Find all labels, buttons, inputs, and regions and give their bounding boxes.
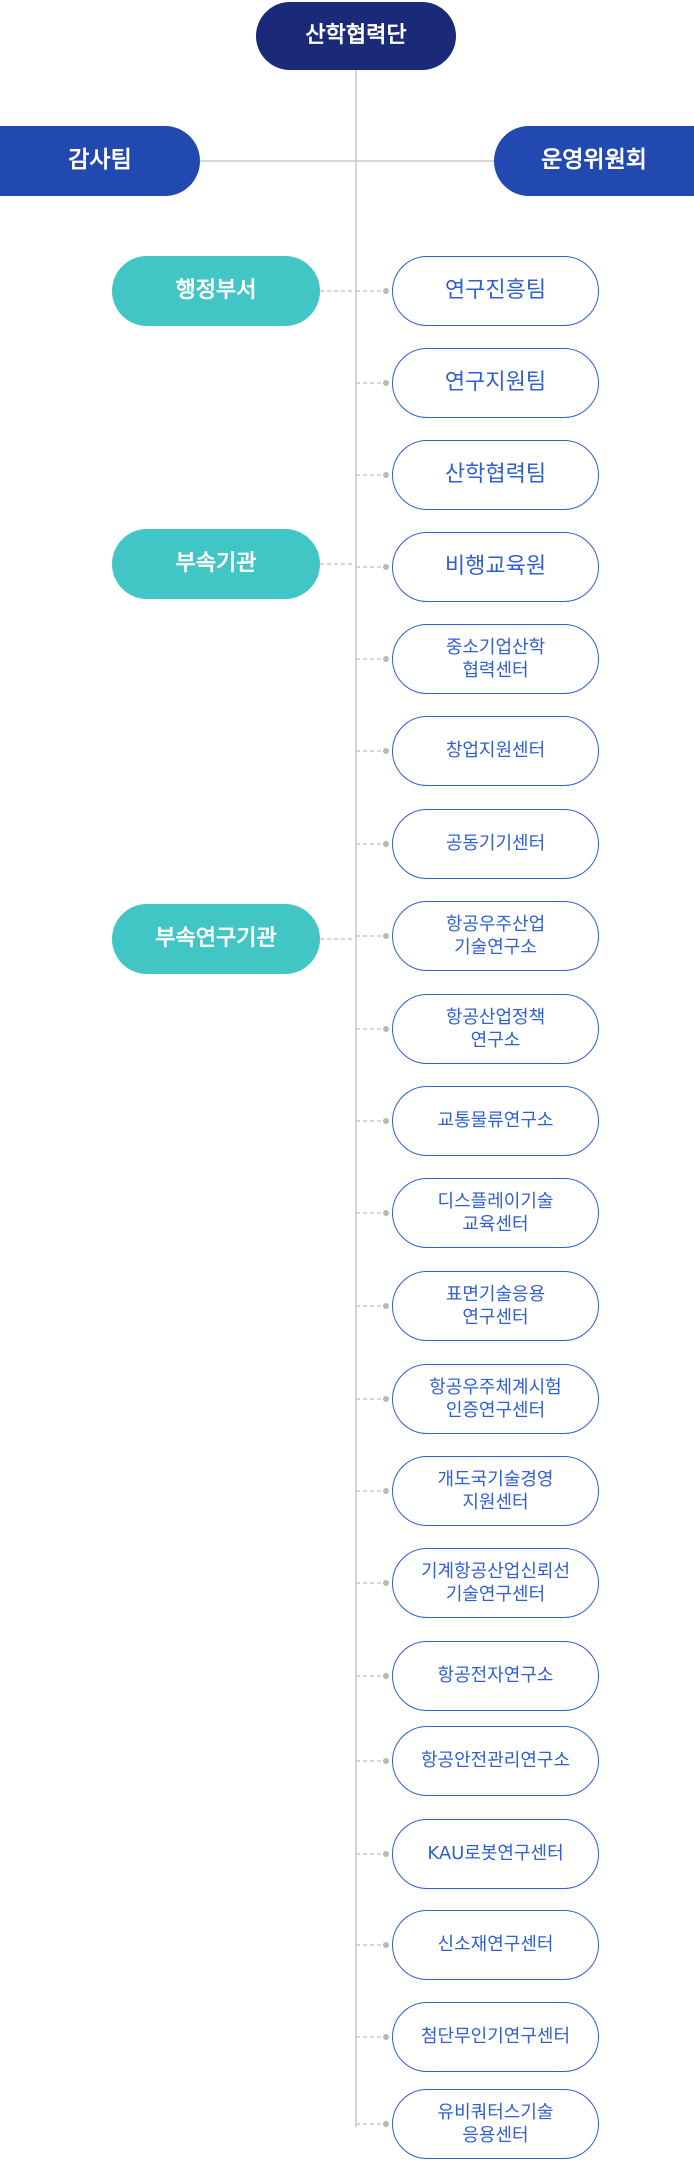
connector-dot [383,1488,389,1494]
group-affiliated: 부속기관 [112,529,320,599]
connector-dot [383,1210,389,1216]
unit-node: 연구진흥팀 [392,256,599,326]
unit-node: 개도국기술경영 지원센터 [392,1456,599,1526]
connector-dot [383,1942,389,1948]
connector-dot [383,1026,389,1032]
connector-dot [383,656,389,662]
connector-dot [383,1673,389,1679]
audit-team-node: 감사팀 [0,126,200,196]
unit-node: KAU로봇연구센터 [392,1819,599,1889]
unit-node: 비행교육원 [392,532,599,602]
unit-node: 공동기기센터 [392,809,599,879]
unit-node: 표면기술응용 연구센터 [392,1271,599,1341]
connector-dot [383,1396,389,1402]
unit-node: 유비쿼터스기술 응용센터 [392,2089,599,2159]
unit-node: 항공안전관리연구소 [392,1726,599,1796]
connector-dot [383,1758,389,1764]
unit-node: 항공산업정책 연구소 [392,994,599,1064]
group-admin: 행정부서 [112,256,320,326]
connector-dot [383,1118,389,1124]
unit-node: 기계항공산업신뢰선 기술연구센터 [392,1548,599,1618]
root-node: 산학협력단 [256,2,456,70]
committee-node: 운영위원회 [494,126,694,196]
group-research: 부속연구기관 [112,904,320,974]
connector-dot [383,380,389,386]
unit-node: 교통물류연구소 [392,1086,599,1156]
unit-node: 창업지원센터 [392,716,599,786]
connector-dot [383,288,389,294]
connector-dot [383,1851,389,1857]
unit-node: 항공우주체계시험 인증연구센터 [392,1364,599,1434]
unit-node: 항공우주산업 기술연구소 [392,901,599,971]
connector-dot [383,1580,389,1586]
unit-node: 중소기업산학 협력센터 [392,624,599,694]
connector-dot [383,472,389,478]
unit-node: 첨단무인기연구센터 [392,2002,599,2072]
connector-dot [383,564,389,570]
unit-node: 디스플레이기술 교육센터 [392,1178,599,1248]
connector-dot [383,933,389,939]
connector-dot [383,2121,389,2127]
unit-node: 산학협력팀 [392,440,599,510]
unit-node: 연구지원팀 [392,348,599,418]
connector-dot [383,748,389,754]
connector-dot [383,841,389,847]
connector-dot [383,2034,389,2040]
unit-node: 신소재연구센터 [392,1910,599,1980]
connector-dot [383,1303,389,1309]
unit-node: 항공전자연구소 [392,1641,599,1711]
